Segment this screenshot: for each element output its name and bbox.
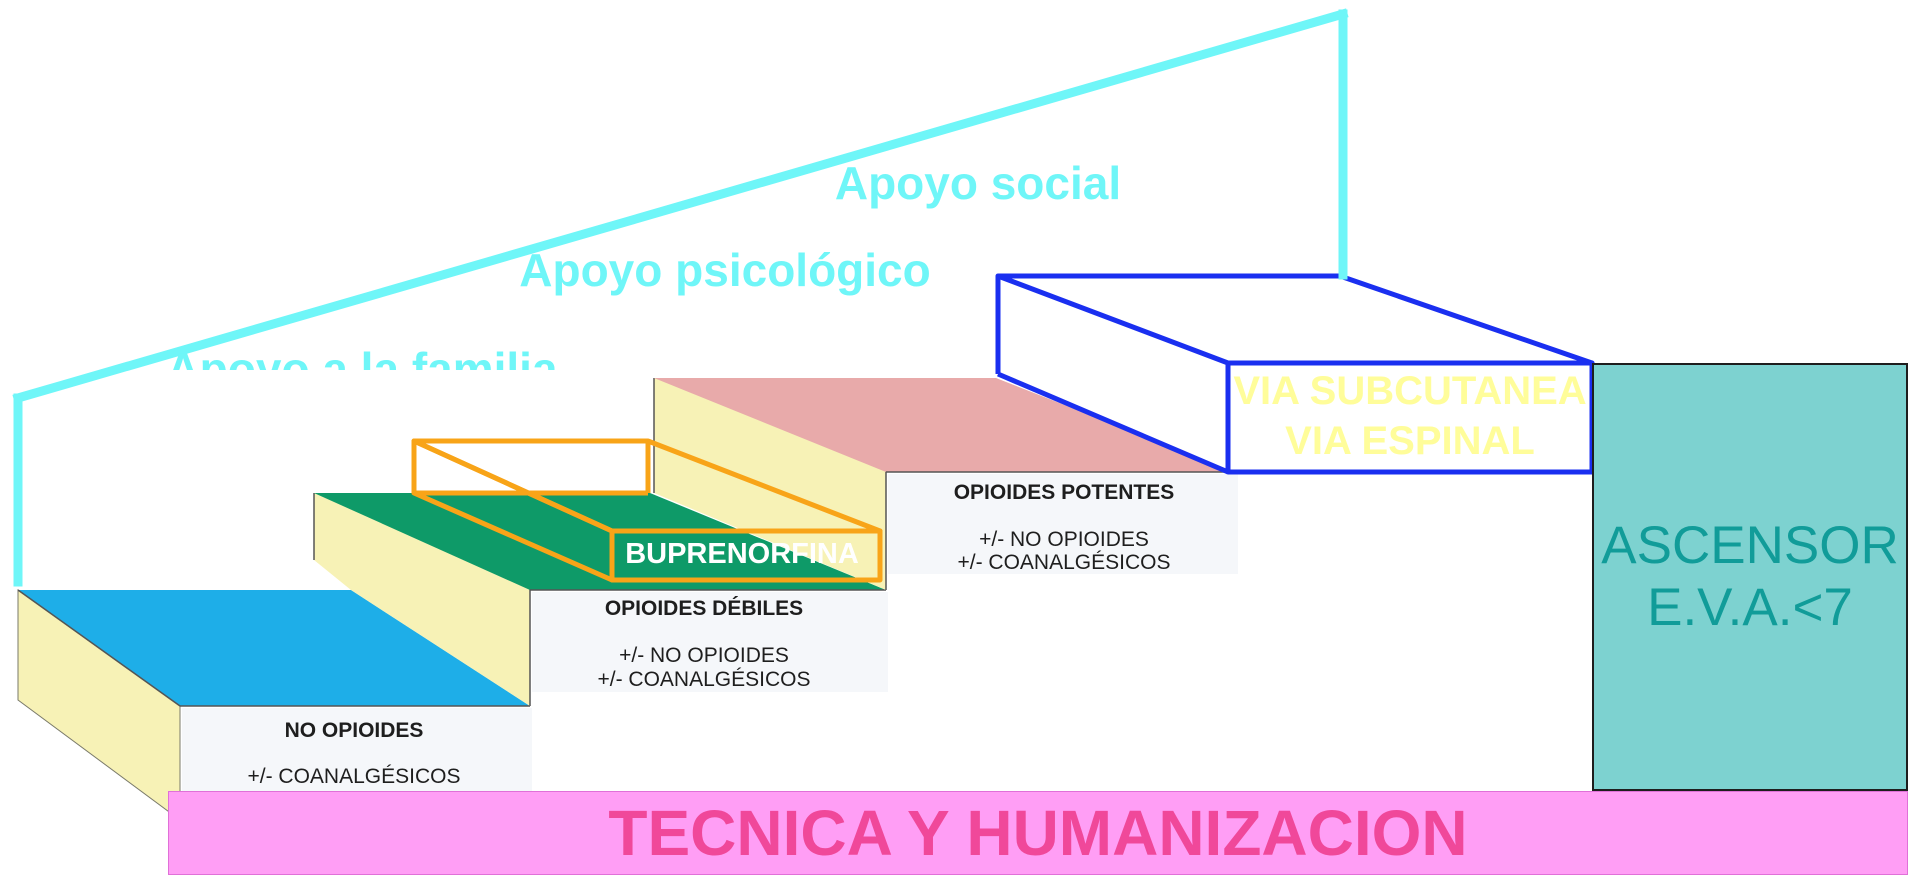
base-label: TECNICA Y HUMANIZACION [608, 797, 1468, 869]
step-2-line1: +/- NO OPIOIDES [619, 644, 789, 667]
step-2-top [314, 493, 886, 590]
buprenorphine-step [411, 438, 883, 583]
step-3-line2: +/- COANALGÉSICOS [958, 551, 1171, 574]
elevator-box: ASCENSOR E.V.A.<7 [1592, 363, 1908, 791]
support-psychological: Apoyo psicológico [519, 244, 930, 296]
buprenorphine-label: BUPRENORFINA [625, 538, 859, 570]
elevator-line2: E.V.A.<7 [1647, 578, 1853, 637]
routes-line2: VIA ESPINAL [1285, 419, 1535, 463]
technique-humanization-bar: TECNICA Y HUMANIZACION [168, 791, 1908, 875]
step-1-line1: +/- COANALGÉSICOS [248, 765, 461, 788]
step-1-title: NO OPIOIDES [285, 719, 424, 742]
routes-line1: VIA SUBCUTANEA [1233, 369, 1586, 413]
step-2-title: OPIOIDES DÉBILES [605, 597, 803, 620]
step-3-top [654, 378, 1235, 472]
support-family: Apoyo a la familia [166, 343, 558, 395]
step-3-title: OPIOIDES POTENTES [954, 481, 1175, 504]
step-3: OPIOIDES POTENTES +/- NO OPIOIDES +/- CO… [653, 378, 1238, 590]
step-2-line2: +/- COANALGÉSICOS [598, 668, 811, 691]
step-1: NO OPIOIDES +/- COANALGÉSICOS [17, 589, 532, 821]
step-3-line1: +/- NO OPIOIDES [979, 528, 1149, 551]
elevator-line1: ASCENSOR [1601, 516, 1899, 575]
step-2: OPIOIDES DÉBILES +/- NO OPIOIDES +/- COA… [313, 493, 888, 706]
step-1-top [18, 590, 530, 706]
support-outline [12, 8, 1349, 587]
support-social: Apoyo social [835, 157, 1121, 209]
